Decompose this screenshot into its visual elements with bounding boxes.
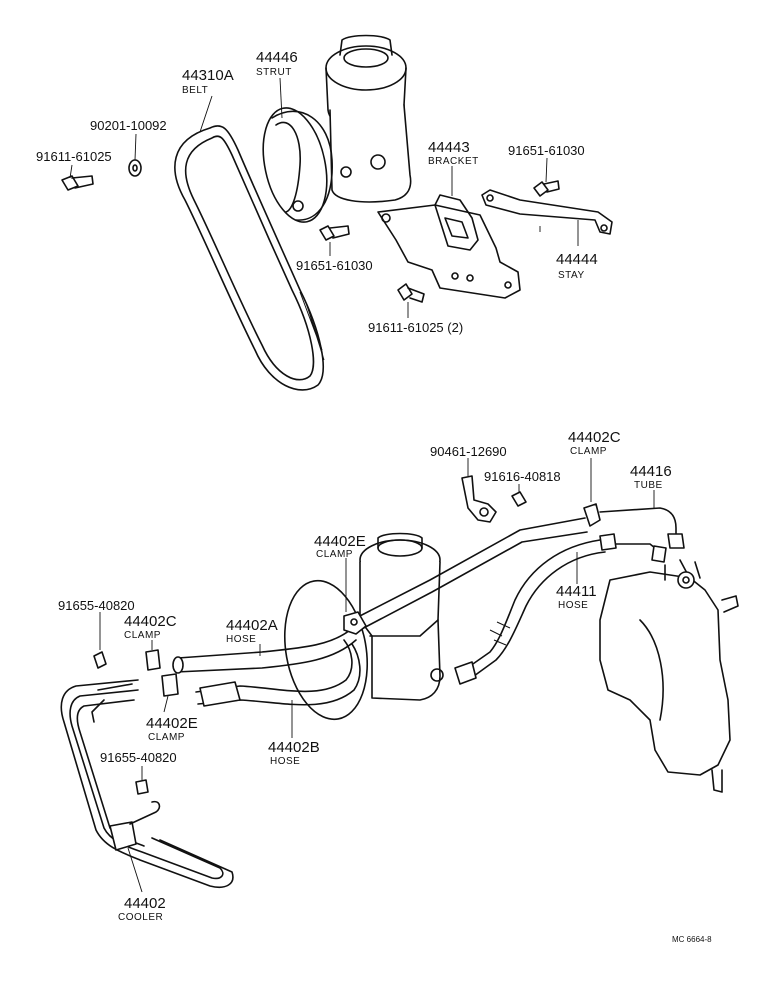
- small-fasteners-top: [61, 159, 560, 303]
- hose-b-number: 44402B: [268, 739, 320, 756]
- bolt-left-number: 91611-61025: [36, 149, 112, 164]
- belt-drawing: [174, 125, 325, 391]
- bracket-drawing: [377, 194, 521, 299]
- clamp-c-left-name: CLAMP: [124, 630, 161, 641]
- bolt-stay-number: 91651-61030: [508, 143, 585, 158]
- pump-top-drawing: [262, 34, 412, 223]
- cooler-name: COOLER: [118, 912, 163, 923]
- gear-box-drawing: [599, 559, 739, 793]
- bolt-bracket-number: 91611-61025 (2): [368, 320, 463, 335]
- hose-network-drawing: [172, 503, 685, 707]
- cooler-drawing: [60, 649, 234, 888]
- hose-a-name: HOSE: [226, 634, 256, 645]
- strut-number: 44446: [256, 49, 298, 66]
- stay-name: STAY: [558, 270, 585, 281]
- washer-number: 90201-10092: [90, 118, 167, 133]
- clamp-c-top-number: 44402C: [568, 429, 621, 446]
- clamp-e-top-number: 44402E: [314, 533, 366, 550]
- hose-pressure-name: HOSE: [558, 600, 588, 611]
- leader-lines: [69, 77, 655, 893]
- bolt-cooler-top-number: 91655-40820: [58, 598, 135, 613]
- cooler-number: 44402: [124, 895, 166, 912]
- clamp-c-left-number: 44402C: [124, 613, 177, 630]
- stay-number: 44444: [556, 251, 598, 268]
- clip-number: 90461-12690: [430, 444, 507, 459]
- bolt-cooler-bottom-number: 91655-40820: [100, 750, 177, 765]
- stay-drawing: [481, 189, 613, 235]
- screw-number: 91616-40818: [484, 469, 561, 484]
- clip-drawing: [461, 475, 527, 523]
- clamp-e-top-name: CLAMP: [316, 549, 353, 560]
- bolt-center-number: 91651-61030: [296, 258, 373, 273]
- bracket-number: 44443: [428, 139, 470, 156]
- pump-bottom-drawing: [283, 532, 444, 721]
- strut-name: STRUT: [256, 67, 292, 78]
- belt-name: BELT: [182, 85, 208, 96]
- diagram-id: MC 6664-8: [672, 935, 712, 944]
- hose-a-number: 44402A: [226, 617, 278, 634]
- bracket-name: BRACKET: [428, 156, 479, 167]
- belt-number: 44310A: [182, 67, 234, 84]
- clamp-c-top-name: CLAMP: [570, 446, 607, 457]
- hose-pressure-number: 44411: [556, 583, 597, 600]
- clamp-e-left-name: CLAMP: [148, 732, 185, 743]
- tube-name: TUBE: [634, 480, 663, 491]
- tube-number: 44416: [630, 463, 672, 480]
- clamp-e-left-number: 44402E: [146, 715, 198, 732]
- hose-b-name: HOSE: [270, 756, 300, 767]
